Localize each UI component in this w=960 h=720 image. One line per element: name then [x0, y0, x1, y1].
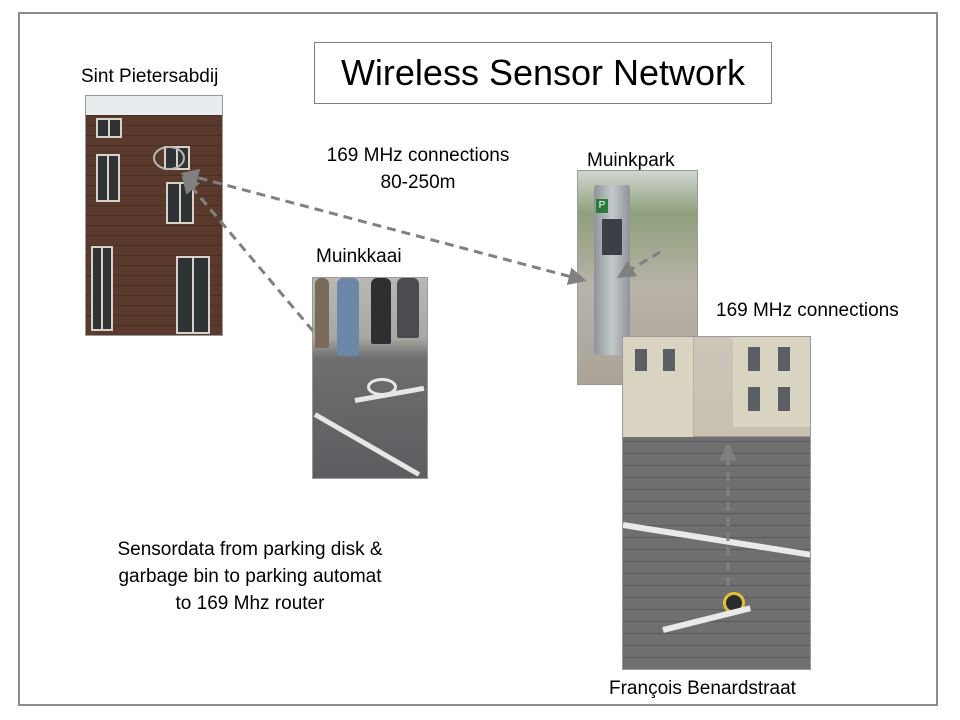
photo-muinkkaai	[312, 277, 428, 479]
photo-sint-pietersabdij	[85, 95, 223, 336]
connections-range-label: 169 MHz connections 80-250m	[300, 142, 536, 196]
connections-right-label: 169 MHz connections	[716, 300, 899, 321]
label-muinkkaai: Muinkkaai	[316, 246, 402, 267]
connections-label-line2: 80-250m	[380, 172, 456, 193]
label-muinkpark: Muinkpark	[587, 150, 675, 171]
slide-title: Wireless Sensor Network	[314, 42, 772, 104]
description-text: Sensordata from parking disk & garbage b…	[80, 536, 420, 617]
label-sint-pietersabdij: Sint Pietersabdij	[81, 66, 219, 87]
description-line3: to 169 Mhz router	[175, 593, 325, 614]
description-line1: Sensordata from parking disk &	[117, 539, 383, 560]
description-line2: garbage bin to parking automat	[118, 566, 382, 587]
photo-francois-benardstraat	[622, 336, 811, 670]
connections-label-line1: 169 MHz connections	[326, 145, 510, 166]
label-francois-benardstraat: François Benardstraat	[609, 678, 796, 699]
